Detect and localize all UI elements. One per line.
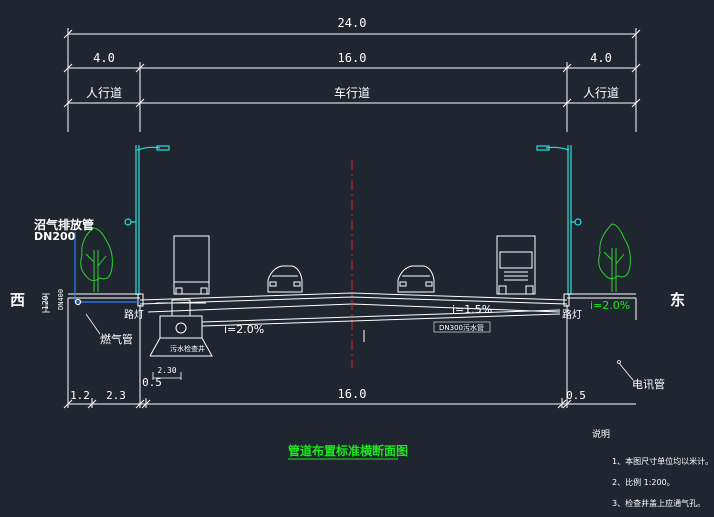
- dim-detail-small: 2.30: [157, 366, 176, 375]
- dim-right-sidewalk: 4.0: [590, 51, 612, 65]
- drawing-title: 管道布置标准横断面图: [288, 443, 408, 458]
- slope-right-road: i=1.5%: [452, 303, 492, 316]
- slope-right-walk: i=2.0%: [590, 299, 630, 312]
- note-item-3: 3、检查井盖上应通气孔。: [612, 498, 705, 508]
- slope-left: i=2.0%: [224, 323, 264, 336]
- car-right: [397, 265, 435, 293]
- biogas-pipe: [74, 232, 140, 306]
- left-pipe-size: DN400: [57, 289, 65, 310]
- telecom-pipe-leader: [617, 360, 634, 381]
- detail-dim: [152, 372, 182, 380]
- sewer-manhole: [149, 299, 213, 357]
- note-item-2: 2、比例 1:200。: [612, 477, 675, 487]
- left-vertical-dims: [42, 293, 50, 313]
- height-mark: 120: [41, 295, 50, 310]
- dim-carriageway: 16.0: [338, 51, 367, 65]
- telecom-pipe-label: 电讯管: [632, 377, 665, 391]
- dim-bottom-b: 2.3: [106, 389, 126, 402]
- dim-total: 24.0: [338, 16, 367, 30]
- note-item-1: 1、本图尺寸单位均以米计。: [612, 456, 713, 466]
- gas-pipe-label: 燃气管: [100, 332, 133, 346]
- tree-right: [598, 223, 631, 292]
- tree-left: [80, 227, 113, 292]
- street-light-right-label: 路灯: [562, 308, 582, 321]
- biogas-pipe-label: 沼气排放管: [34, 217, 94, 232]
- dim-bottom-a: 1.2: [70, 389, 90, 402]
- zone-right-sidewalk: 人行道: [583, 86, 619, 100]
- truck-left: [173, 235, 210, 295]
- biogas-pipe-dn: DN200: [34, 230, 76, 243]
- top-dimensions: [63, 28, 641, 132]
- dim-bottom-e: 0.5: [566, 389, 586, 402]
- street-light-left-label: 路灯: [124, 308, 144, 321]
- manhole-label: 污水检查井: [170, 344, 205, 353]
- street-lamp-right: [536, 145, 582, 295]
- direction-west: 西: [10, 291, 25, 309]
- sewer-pipe-label: DN300污水管: [439, 323, 484, 332]
- dim-left-sidewalk: 4.0: [93, 51, 115, 65]
- dim-bottom-d: 16.0: [338, 387, 367, 401]
- sewer-pipe: [201, 309, 561, 327]
- gas-pipe-leader: [85, 313, 101, 335]
- truck-right: [496, 235, 536, 295]
- bottom-dimensions: [63, 398, 636, 409]
- dim-bottom-c: 0.5: [142, 376, 162, 389]
- street-lamp-left: [124, 145, 170, 295]
- sewer-pipe-tag: [433, 321, 491, 333]
- zone-left-sidewalk: 人行道: [86, 86, 122, 100]
- car-left: [267, 265, 303, 293]
- notes-heading: 说明: [592, 428, 610, 440]
- direction-east: 东: [670, 291, 685, 309]
- zone-carriageway: 车行道: [334, 85, 370, 100]
- road-section: [67, 292, 637, 408]
